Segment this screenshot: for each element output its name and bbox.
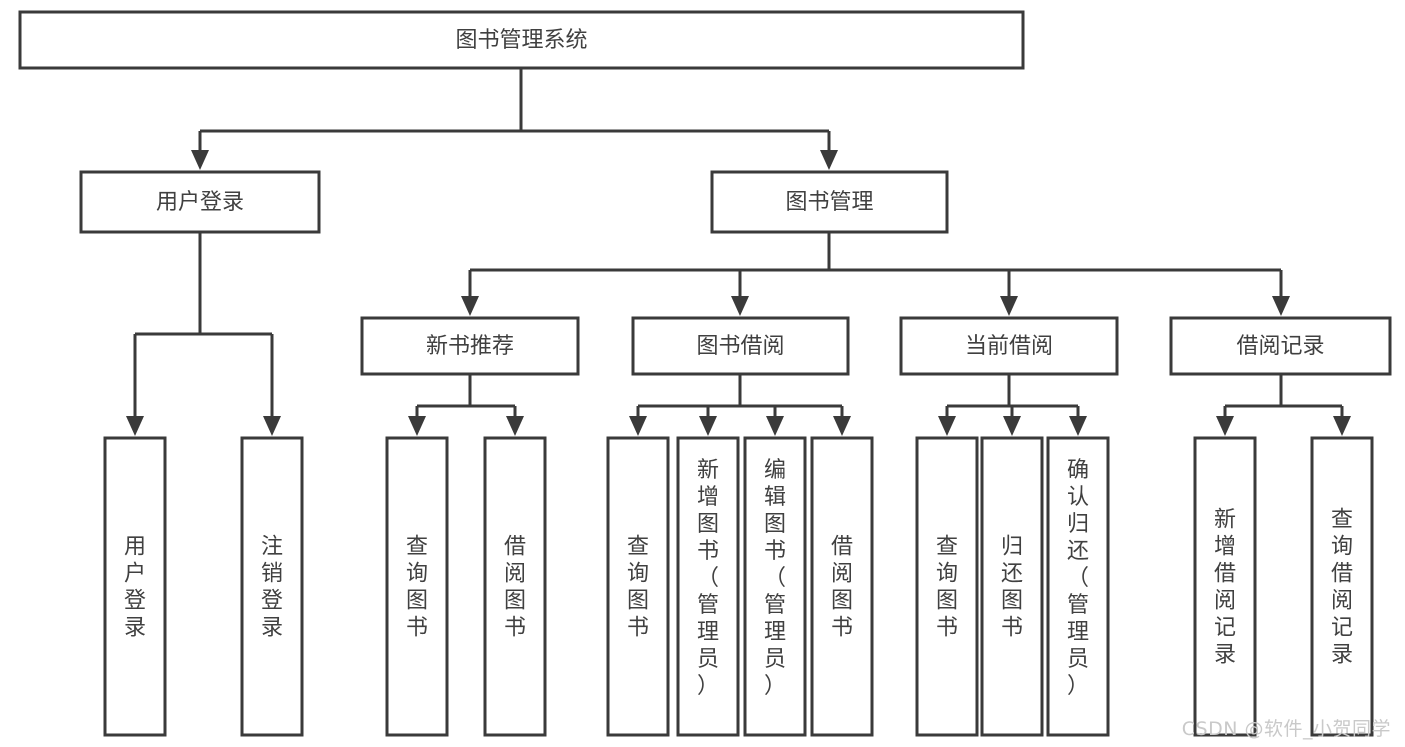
arrow-head-icon bbox=[191, 150, 209, 170]
arrow-head-icon bbox=[833, 416, 851, 436]
node-label-leaf-query-book-current: 查询图书 bbox=[936, 535, 958, 641]
node-label-layer: 图书管理系统用户登录图书管理新书推荐图书借阅当前借阅借阅记录用户登录注销登录查询… bbox=[124, 28, 1353, 699]
node-box-borrow-record[interactable] bbox=[1169, 316, 1392, 376]
arrow-head-icon bbox=[1216, 416, 1234, 436]
arrow-head-icon bbox=[1003, 416, 1021, 436]
node-label-leaf-edit-book: 编辑图书（管理员） bbox=[764, 458, 786, 699]
arrow-head-icon bbox=[506, 416, 524, 436]
node-label-book-manage: 图书管理 bbox=[785, 190, 873, 215]
node-label-current-borrow: 当前借阅 bbox=[965, 334, 1053, 359]
arrow-head-icon bbox=[1333, 416, 1351, 436]
node-box-leaf-query-book-current[interactable] bbox=[915, 436, 979, 737]
node-box-current-borrow[interactable] bbox=[899, 316, 1119, 376]
node-label-leaf-add-borrow-record: 新增借阅记录 bbox=[1214, 508, 1236, 668]
node-box-leaf-query-borrow-record[interactable] bbox=[1310, 436, 1374, 737]
node-label-leaf-query-book-recommend: 查询图书 bbox=[406, 535, 428, 641]
connector-layer bbox=[126, 68, 1351, 436]
node-label-leaf-add-book: 新增图书（管理员） bbox=[697, 458, 719, 699]
node-label-book-borrow: 图书借阅 bbox=[696, 334, 784, 359]
node-box-layer bbox=[18, 10, 1392, 737]
node-label-user-login: 用户登录 bbox=[156, 190, 244, 215]
node-label-leaf-logout: 注销登录 bbox=[261, 535, 283, 641]
arrow-head-icon bbox=[408, 416, 426, 436]
arrow-head-icon bbox=[820, 150, 838, 170]
node-label-leaf-query-borrow-record: 查询借阅记录 bbox=[1331, 508, 1353, 668]
node-box-leaf-query-book-recommend[interactable] bbox=[385, 436, 449, 737]
node-box-root[interactable] bbox=[18, 10, 1025, 70]
node-label-leaf-return-book: 归还图书 bbox=[1001, 535, 1023, 641]
node-label-new-book-recommend: 新书推荐 bbox=[426, 334, 514, 359]
arrow-head-icon bbox=[629, 416, 647, 436]
arrow-head-icon bbox=[126, 416, 144, 436]
node-box-leaf-query-book-borrow[interactable] bbox=[606, 436, 670, 737]
arrow-head-icon bbox=[1000, 296, 1018, 316]
node-box-leaf-add-borrow-record[interactable] bbox=[1193, 436, 1257, 737]
watermark-label: CSDN @软件_小贺同学 bbox=[1181, 718, 1391, 740]
arrow-head-icon bbox=[699, 416, 717, 436]
arrow-head-icon bbox=[731, 296, 749, 316]
arrow-head-icon bbox=[1069, 416, 1087, 436]
node-box-new-book-recommend[interactable] bbox=[360, 316, 580, 376]
arrow-head-icon bbox=[263, 416, 281, 436]
arrow-head-icon bbox=[938, 416, 956, 436]
node-box-leaf-confirm-return[interactable] bbox=[1046, 436, 1110, 737]
arrow-head-icon bbox=[1272, 296, 1290, 316]
node-box-leaf-add-book[interactable] bbox=[676, 436, 740, 737]
node-box-leaf-borrow-book-recommend[interactable] bbox=[483, 436, 547, 737]
arrow-head-icon bbox=[461, 296, 479, 316]
node-label-borrow-record: 借阅记录 bbox=[1236, 334, 1324, 359]
node-box-leaf-logout[interactable] bbox=[240, 436, 304, 737]
node-box-leaf-borrow-book[interactable] bbox=[810, 436, 874, 737]
node-box-leaf-edit-book[interactable] bbox=[743, 436, 807, 737]
node-box-book-borrow[interactable] bbox=[631, 316, 850, 376]
node-label-leaf-confirm-return: 确认归还（管理员） bbox=[1067, 458, 1089, 699]
node-label-leaf-user-login: 用户登录 bbox=[124, 535, 146, 641]
node-label-leaf-query-book-borrow: 查询图书 bbox=[627, 535, 649, 641]
node-label-leaf-borrow-book: 借阅图书 bbox=[831, 535, 853, 641]
node-box-leaf-user-login[interactable] bbox=[103, 436, 167, 737]
node-box-user-login[interactable] bbox=[79, 170, 321, 234]
node-label-leaf-borrow-book-recommend: 借阅图书 bbox=[504, 535, 526, 641]
node-box-book-manage[interactable] bbox=[710, 170, 949, 234]
node-label-root: 图书管理系统 bbox=[455, 28, 587, 53]
node-box-leaf-return-book[interactable] bbox=[980, 436, 1044, 737]
arrow-head-icon bbox=[766, 416, 784, 436]
